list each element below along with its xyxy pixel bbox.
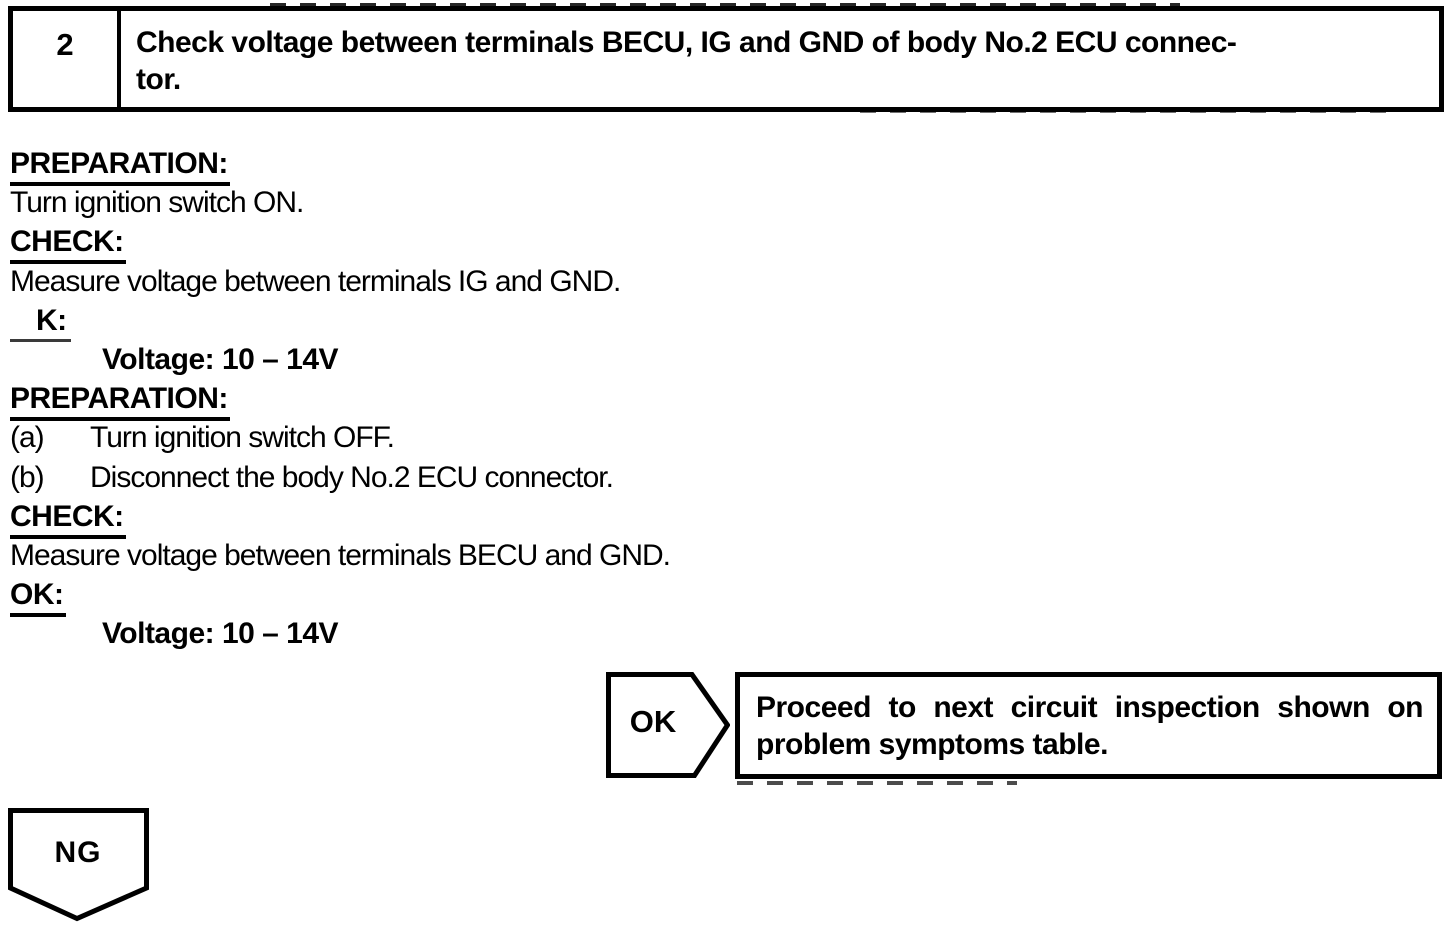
heading-label: K: <box>10 304 71 342</box>
voltage-spec: Voltage: 10 – 14V <box>102 342 339 376</box>
heading-label: CHECK: <box>10 500 126 539</box>
ng-flag-icon <box>8 808 149 922</box>
ng-flow-symbol: NG <box>8 808 150 922</box>
step-title: Check voltage between terminals BECU, IG… <box>121 11 1439 107</box>
item-marker: (a) <box>10 421 45 455</box>
heading-label: OK: <box>10 578 66 618</box>
voltage-spec: Voltage: 10 – 14V <box>102 617 339 651</box>
ok-flow-label: OK <box>629 704 677 739</box>
check-instruction: Measure voltage between terminals IG and… <box>10 264 621 298</box>
preparation-heading: PREPARATION: <box>10 379 1440 422</box>
step-number: 2 <box>56 27 74 62</box>
item-text: Disconnect the body No.2 ECU connector. <box>90 460 614 494</box>
result-line-2: problem symptoms table. <box>756 728 1108 761</box>
check-heading: CHECK: <box>10 222 1440 265</box>
scan-artifact <box>270 3 1180 7</box>
ok-heading: OK: <box>10 575 1440 618</box>
check-heading: CHECK: <box>10 497 1440 539</box>
ok-flow-symbol: OK <box>606 672 730 778</box>
preparation-step-a: (a) Turn ignition switch OFF. <box>10 418 1440 457</box>
ok-arrow-icon <box>606 672 730 778</box>
step-header-box: 2 Check voltage between terminals BECU, … <box>8 6 1444 112</box>
scan-artifact <box>737 781 1017 785</box>
procedure-text: PREPARATION: Turn ignition switch ON. CH… <box>10 144 1440 653</box>
result-line-1: Proceed to next circuit inspection shown… <box>756 691 1424 724</box>
preparation-step: Turn ignition switch ON. <box>10 186 304 220</box>
ng-flow-label: NG <box>54 836 102 869</box>
item-text: Turn ignition switch OFF. <box>90 421 395 455</box>
ok-heading-faded: K: <box>10 301 1440 342</box>
preparation-heading: PREPARATION: <box>10 144 1440 186</box>
step-number-cell: 2 <box>13 11 121 107</box>
heading-label: PREPARATION: <box>10 382 230 422</box>
heading-label: CHECK: <box>10 225 126 265</box>
step-title-line-2: tor. <box>136 63 181 96</box>
step-title-line-1: Check voltage between terminals BECU, IG… <box>136 26 1237 59</box>
ok-result-box: Proceed to next circuit inspection shown… <box>735 672 1442 779</box>
item-marker: (b) <box>10 460 45 494</box>
preparation-step-b: (b) Disconnect the body No.2 ECU connecto… <box>10 458 1440 497</box>
check-instruction: Measure voltage between terminals BECU a… <box>10 538 671 572</box>
heading-label: PREPARATION: <box>10 147 230 186</box>
